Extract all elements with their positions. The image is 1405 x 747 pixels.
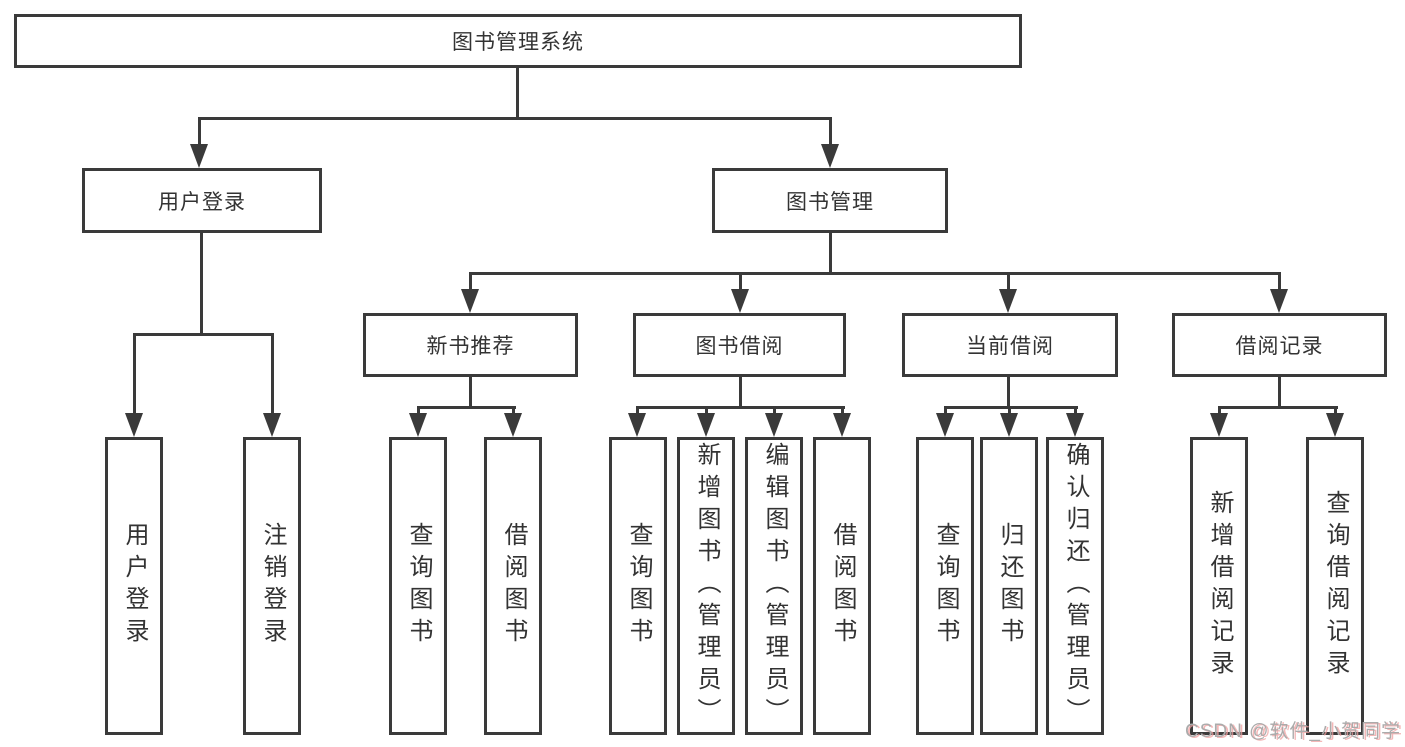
connector-line: [636, 406, 845, 409]
connector-arrowhead: [190, 144, 208, 168]
connector-arrowhead: [731, 289, 749, 313]
connector-arrowhead: [936, 413, 954, 437]
connector-arrowhead: [628, 413, 646, 437]
connector-line: [469, 272, 472, 292]
connector-line: [198, 117, 832, 120]
connector-line: [469, 377, 472, 406]
connector-arrowhead: [125, 413, 143, 437]
connector-line: [1074, 406, 1077, 416]
connector-arrowhead: [697, 413, 715, 437]
connector-line: [944, 406, 1078, 409]
connector-line: [1218, 406, 1338, 409]
node-book-borrow: 图书借阅: [633, 313, 846, 377]
leaf-user-login: 用户登录: [105, 437, 163, 735]
leaf-current-query-books: 查询图书: [916, 437, 974, 735]
connector-arrowhead: [765, 413, 783, 437]
connector-line: [271, 333, 274, 415]
connector-line: [133, 333, 136, 415]
connector-line: [1278, 377, 1281, 406]
leaf-records-query-record: 查询借阅记录: [1306, 437, 1364, 735]
connector-line: [417, 406, 420, 416]
connector-line: [1007, 272, 1010, 292]
connector-arrowhead: [1326, 413, 1344, 437]
leaf-records-add-record: 新增借阅记录: [1190, 437, 1248, 735]
connector-arrowhead: [504, 413, 522, 437]
connector-line: [1218, 406, 1221, 416]
connector-line: [773, 406, 776, 416]
node-borrow-records: 借阅记录: [1172, 313, 1387, 377]
connector-arrowhead: [833, 413, 851, 437]
connector-line: [841, 406, 844, 416]
connector-line: [739, 377, 742, 406]
leaf-logout: 注销登录: [243, 437, 301, 735]
connector-arrowhead: [1210, 413, 1228, 437]
connector-line: [469, 272, 1281, 275]
connector-line: [705, 406, 708, 416]
connector-line: [1008, 406, 1011, 416]
leaf-borrow-borrow-books: 借阅图书: [813, 437, 871, 735]
node-book-management: 图书管理: [712, 168, 948, 233]
leaf-borrow-query-books: 查询图书: [609, 437, 667, 735]
connector-line: [829, 117, 832, 147]
connector-line: [1278, 272, 1281, 292]
connector-arrowhead: [409, 413, 427, 437]
connector-line: [198, 117, 201, 147]
leaf-current-confirm-return-admin: 确认归还（管理员）: [1046, 437, 1104, 735]
connector-arrowhead: [461, 289, 479, 313]
connector-arrowhead: [999, 289, 1017, 313]
connector-line: [200, 233, 203, 333]
node-new-book-recommend: 新书推荐: [363, 313, 578, 377]
connector-line: [1334, 406, 1337, 416]
connector-arrowhead: [263, 413, 281, 437]
leaf-newbook-query-books: 查询图书: [389, 437, 447, 735]
connector-arrowhead: [821, 144, 839, 168]
connector-line: [512, 406, 515, 416]
leaf-current-return-books: 归还图书: [980, 437, 1038, 735]
node-library-system: 图书管理系统: [14, 14, 1022, 68]
connector-line: [516, 68, 519, 117]
connector-line: [636, 406, 639, 416]
connector-line: [829, 233, 832, 272]
connector-arrowhead: [1000, 413, 1018, 437]
connector-arrowhead: [1066, 413, 1084, 437]
node-current-borrow: 当前借阅: [902, 313, 1118, 377]
connector-line: [1007, 377, 1010, 406]
connector-line: [133, 333, 274, 336]
connector-arrowhead: [1270, 289, 1288, 313]
csdn-watermark: CSDN @软件_小贺同学: [1185, 721, 1401, 742]
connector-line: [417, 406, 516, 409]
connector-line: [944, 406, 947, 416]
node-user-login: 用户登录: [82, 168, 322, 233]
leaf-borrow-edit-books-admin: 编辑图书（管理员）: [745, 437, 803, 735]
leaf-borrow-add-books-admin: 新增图书（管理员）: [677, 437, 735, 735]
leaf-newbook-borrow-books: 借阅图书: [484, 437, 542, 735]
connector-line: [739, 272, 742, 292]
